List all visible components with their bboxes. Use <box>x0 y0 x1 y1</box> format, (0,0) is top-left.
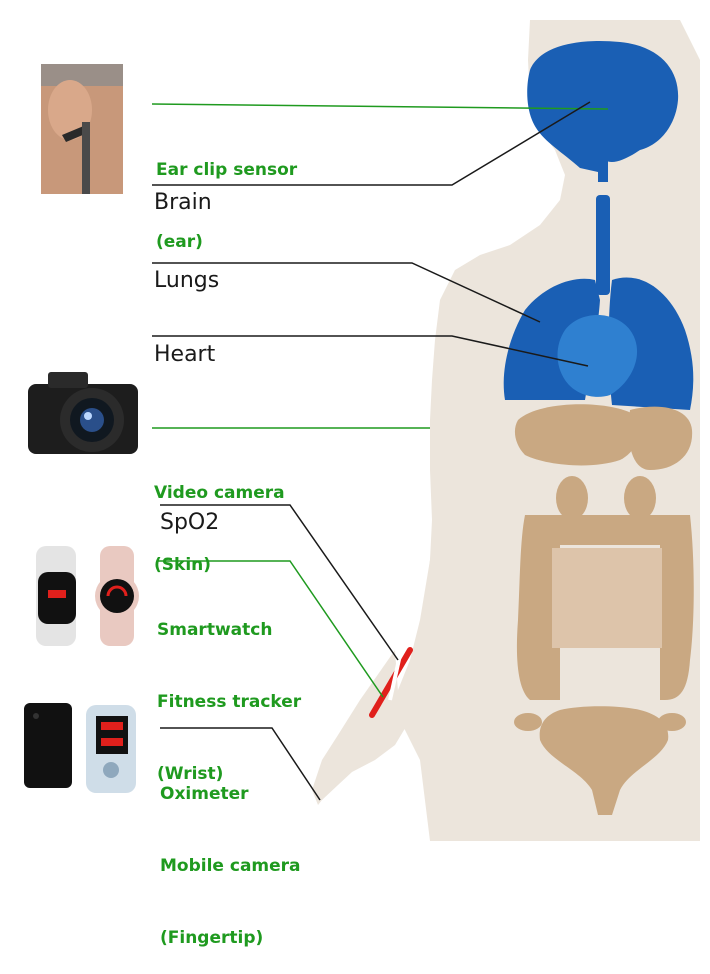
brain-label: Brain <box>154 190 212 215</box>
oximeter-label-line3: (Fingertip) <box>160 928 264 948</box>
ear-clip-photo <box>41 64 123 194</box>
stomach <box>628 406 693 470</box>
brain <box>527 40 679 173</box>
liver <box>514 404 640 466</box>
ear-clip-label-line1: Ear clip sensor <box>156 160 298 180</box>
leader-watch <box>157 560 384 698</box>
pulse-oximeter-icon <box>86 705 136 793</box>
video-camera-icon <box>28 372 138 454</box>
kidney-right <box>624 476 656 520</box>
smartwatch-icon <box>36 546 76 646</box>
oximeter-label-line2: Mobile camera <box>160 856 301 876</box>
ovary-right <box>658 713 686 731</box>
video-camera-label-line2: (Skin) <box>154 555 212 575</box>
leader-spo2 <box>160 504 399 661</box>
body-illustration <box>24 20 700 841</box>
leader-lines <box>151 101 609 801</box>
ovary-left <box>514 713 542 731</box>
arm <box>315 430 465 800</box>
smartwatch-label-line1: Smartwatch <box>157 620 273 640</box>
heart-label: Heart <box>154 342 216 367</box>
lungs-label: Lungs <box>154 268 220 293</box>
leader-brain <box>152 101 591 186</box>
video-camera-label: Video camera (Skin) <box>154 433 285 601</box>
mobile-phone-icon <box>24 703 72 788</box>
spo2-measurement-diagram: Ear clip sensor (ear) Brain Lungs Heart … <box>24 20 700 948</box>
kidney-left <box>556 476 588 520</box>
leader-ear-clip <box>151 103 609 110</box>
trachea <box>596 195 610 295</box>
leader-heart <box>152 335 589 367</box>
smartwatch-label-line2: Fitness tracker <box>157 692 302 712</box>
leader-oximeter <box>160 727 321 801</box>
leader-lungs <box>152 262 541 323</box>
brain-stem <box>598 160 608 182</box>
wrist-artery-branch <box>388 654 402 701</box>
lung-right <box>608 277 694 410</box>
video-camera-label-line1: Video camera <box>154 483 285 503</box>
uterus <box>539 706 669 815</box>
oximeter-label: Oximeter Mobile camera (Fingertip) <box>160 734 301 974</box>
heart <box>557 315 638 397</box>
spo2-label: SpO2 <box>160 510 220 535</box>
oximeter-label-line1: Oximeter <box>160 784 249 804</box>
ear-clip-label: Ear clip sensor (ear) <box>156 110 297 278</box>
smartwatch-label-line3: (Wrist) <box>157 764 224 784</box>
ear-clip-label-line2: (ear) <box>156 232 203 252</box>
smartwatch-label: Smartwatch Fitness tracker (Wrist) <box>157 570 301 810</box>
wrist-artery <box>369 647 413 718</box>
small-intestine <box>552 548 662 648</box>
fitness-tracker-icon <box>95 546 139 646</box>
